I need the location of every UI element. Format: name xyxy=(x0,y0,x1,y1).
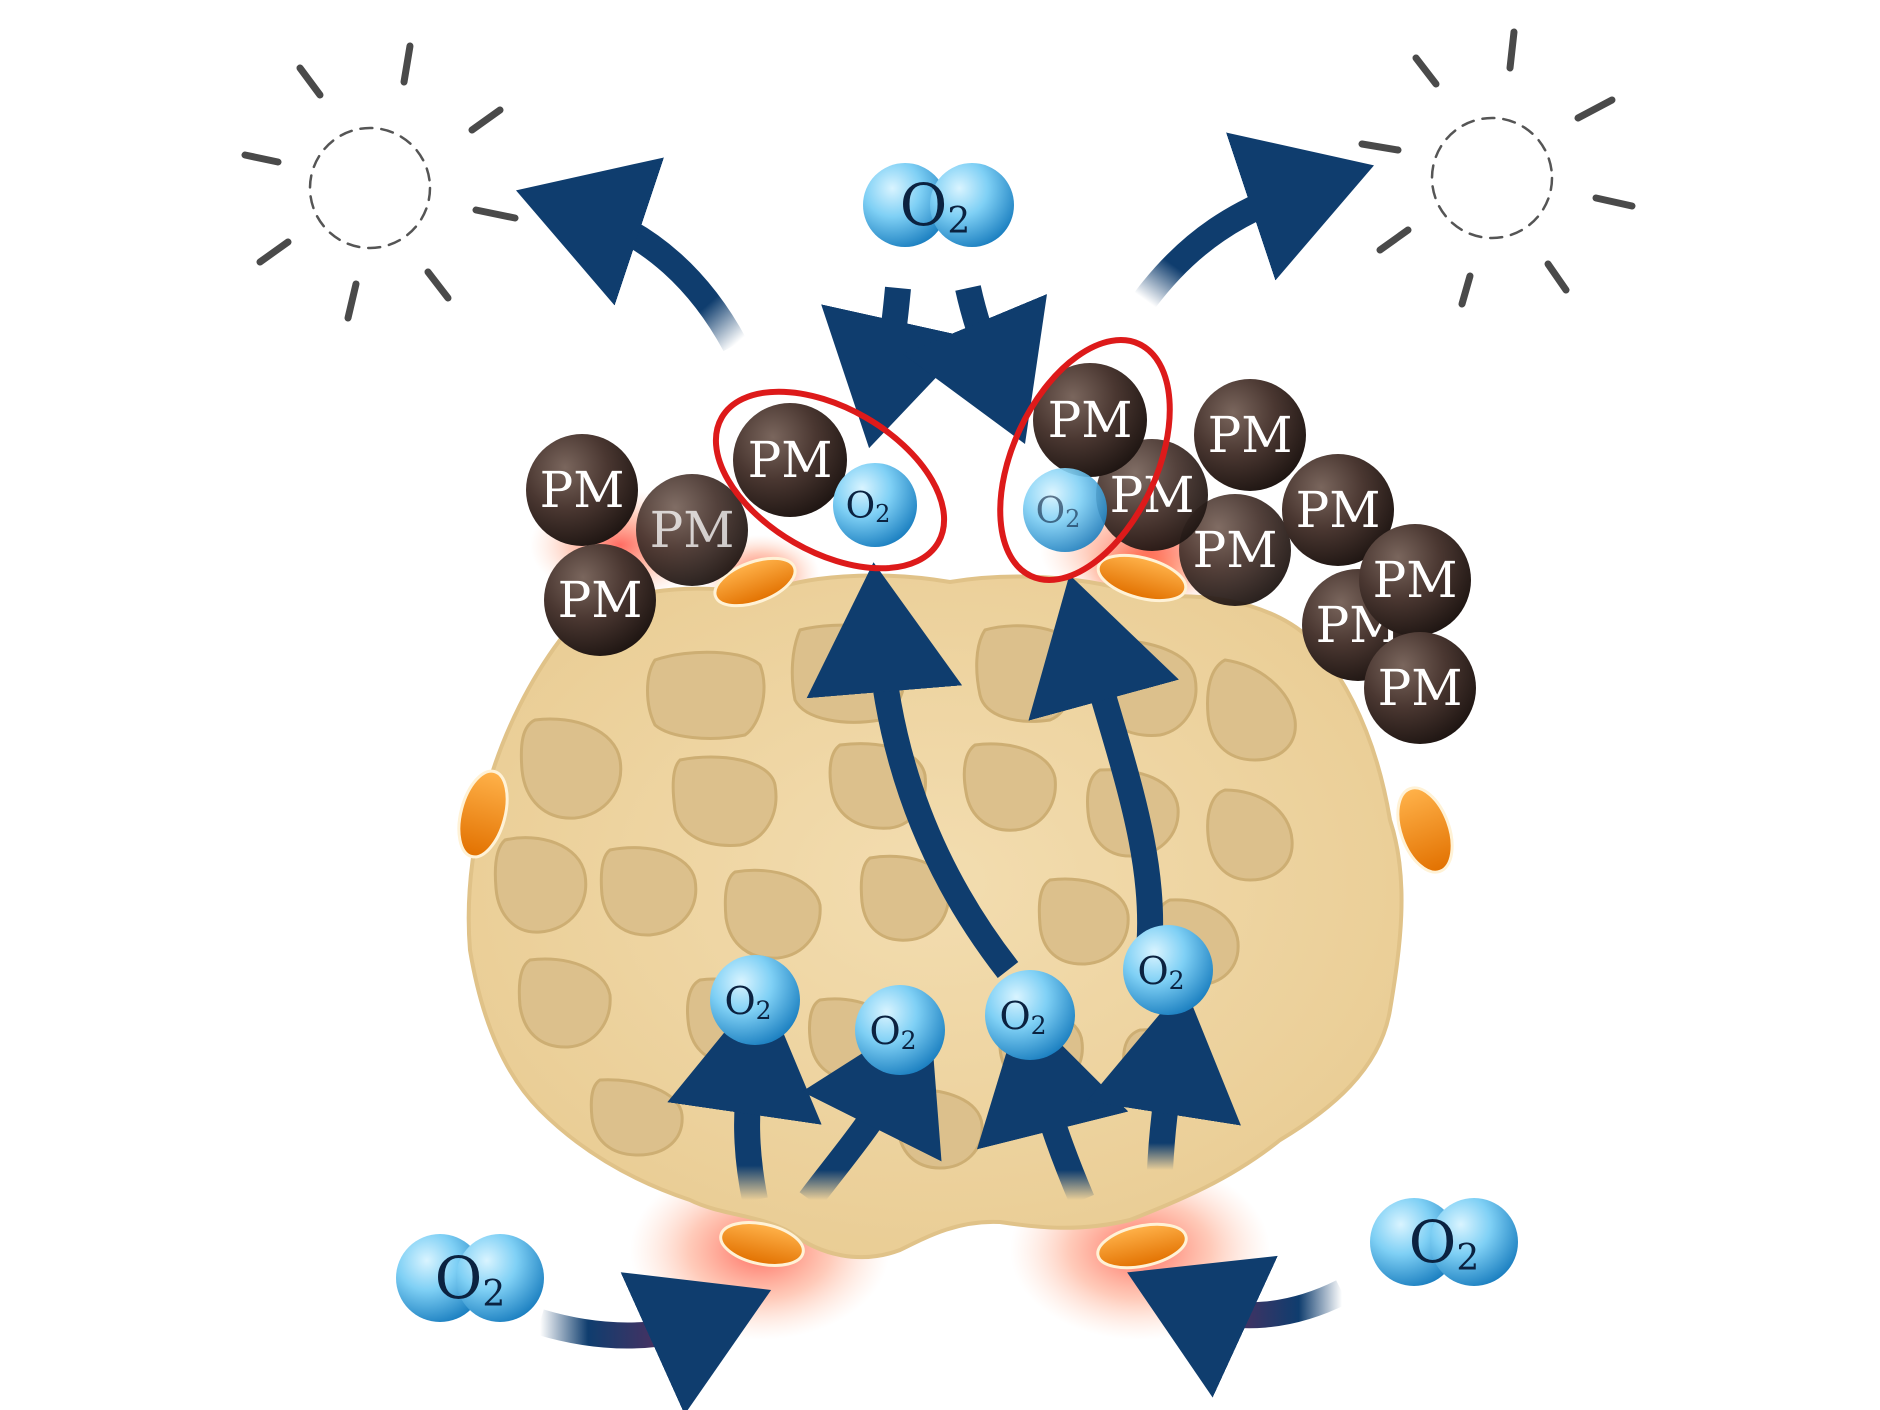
pm-particle: PM xyxy=(1179,494,1291,606)
sun-icon-left xyxy=(241,42,519,322)
oxygen-molecule-small: O2 xyxy=(1023,468,1107,552)
catalyst-site xyxy=(713,556,797,608)
pm-particle: PM xyxy=(1033,363,1147,477)
highlighted-reaction-left: PM O2 xyxy=(712,388,948,572)
oxygen-molecule-small: O2 xyxy=(1123,925,1213,1015)
svg-text:O2: O2 xyxy=(1137,949,1184,995)
pm-particle: PM xyxy=(1282,454,1394,566)
pm-particle: PM xyxy=(1194,379,1306,491)
oxygen-molecule-small: O2 xyxy=(833,463,917,547)
oxygen-molecule-top: O2 xyxy=(863,163,1014,247)
svg-text:O2: O2 xyxy=(724,979,771,1025)
svg-text:PM: PM xyxy=(540,461,625,519)
svg-text:PM: PM xyxy=(558,571,643,629)
internal-oxygen-molecules: O2 O2 O2 O2 xyxy=(710,925,1213,1075)
svg-text:O2: O2 xyxy=(435,1244,505,1315)
gas-flow-arrows xyxy=(516,132,1374,1410)
reaction-highlight-ring xyxy=(712,388,948,572)
catalyst-site xyxy=(719,1221,805,1267)
oxygen-molecule-small: O2 xyxy=(710,955,800,1045)
oxygen-molecule-bottom-right: O2 xyxy=(1370,1198,1518,1286)
svg-text:O2: O2 xyxy=(1409,1208,1479,1279)
svg-text:O2: O2 xyxy=(999,994,1046,1040)
svg-text:O2: O2 xyxy=(900,171,970,242)
svg-text:O2: O2 xyxy=(1036,491,1081,533)
pm-particle: PM xyxy=(1364,632,1476,744)
highlighted-reaction-right: PM O2 xyxy=(997,337,1173,583)
pm-particle: PM xyxy=(544,544,656,656)
oxygen-molecule-bottom-left: O2 xyxy=(396,1234,544,1322)
svg-text:O2: O2 xyxy=(869,1009,916,1055)
pm-particle: PM xyxy=(636,474,748,586)
svg-text:PM: PM xyxy=(748,431,833,489)
pm-cluster-right: PM PM PM PM PM PM PM xyxy=(1096,379,1476,744)
catalyst-sites xyxy=(457,553,1454,1270)
svg-text:PM: PM xyxy=(650,501,735,559)
catalyst-site xyxy=(457,769,509,859)
internal-diffusion-arrows xyxy=(667,562,1241,1208)
pm-particle: PM xyxy=(733,403,847,517)
pm-particle: PM xyxy=(1359,524,1471,636)
pm-cluster-left: PM PM PM xyxy=(526,434,748,656)
svg-text:PM: PM xyxy=(1110,466,1195,524)
svg-text:PM: PM xyxy=(1373,551,1458,609)
sun-icon-right xyxy=(1358,28,1636,308)
svg-text:O2: O2 xyxy=(846,486,891,528)
catalyst-site xyxy=(1396,786,1454,874)
svg-text:PM: PM xyxy=(1193,521,1278,579)
reaction-highlight-ring xyxy=(997,337,1173,583)
svg-text:PM: PM xyxy=(1296,481,1381,539)
svg-text:PM: PM xyxy=(1378,659,1463,717)
oxygen-molecule-small: O2 xyxy=(855,985,945,1075)
pm-particle: PM xyxy=(1096,439,1208,551)
svg-text:PM: PM xyxy=(1048,391,1133,449)
oxygen-molecule-small: O2 xyxy=(985,970,1075,1060)
pm-particle: PM xyxy=(526,434,638,546)
svg-text:PM: PM xyxy=(1208,406,1293,464)
